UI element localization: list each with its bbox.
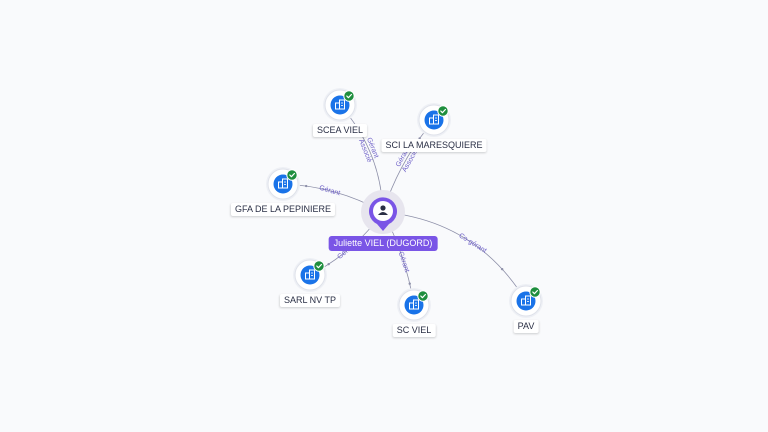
company-node-scea-viel[interactable] bbox=[323, 88, 357, 122]
company-node-pav[interactable] bbox=[509, 284, 543, 318]
edge-label-pav-0: Co-gérant bbox=[457, 232, 487, 254]
building-icon bbox=[278, 178, 288, 189]
building-icon bbox=[521, 295, 531, 306]
company-node-sci-la-maresquiere[interactable] bbox=[417, 103, 451, 137]
edge-label-sc-viel-0: Gérant bbox=[397, 251, 410, 274]
person-label[interactable]: Juliette VIEL (DUGORD) bbox=[328, 236, 438, 251]
edge-arrow-pav bbox=[500, 267, 504, 271]
company-node-gfa-de-la-pepiniere[interactable] bbox=[266, 167, 300, 201]
company-label-scea-viel[interactable]: SCEA VIEL bbox=[312, 124, 368, 137]
person-node[interactable] bbox=[361, 190, 405, 234]
verified-check-icon bbox=[313, 260, 325, 272]
edge-arrow-sc-viel bbox=[408, 282, 411, 285]
building-icon bbox=[335, 99, 345, 110]
verified-check-icon bbox=[417, 290, 429, 302]
company-label-gfa-de-la-pepiniere[interactable]: GFA DE LA PEPINIERE bbox=[230, 203, 336, 216]
building-icon bbox=[305, 269, 315, 280]
company-label-pav[interactable]: PAV bbox=[513, 320, 539, 333]
edge-arrow-gfa-de-la-pepiniere bbox=[304, 184, 308, 188]
edge-arrow-sarl-nv-tp bbox=[327, 262, 330, 266]
verified-check-icon bbox=[286, 169, 298, 181]
verified-check-icon bbox=[437, 105, 449, 117]
company-node-sc-viel[interactable] bbox=[397, 288, 431, 322]
company-label-sc-viel[interactable]: SC VIEL bbox=[392, 324, 436, 337]
edge-label-gfa-de-la-pepiniere-0: Gérant bbox=[318, 185, 341, 198]
company-label-sci-la-maresquiere[interactable]: SCI LA MARESQUIERE bbox=[381, 139, 487, 152]
nodes-layer bbox=[266, 88, 543, 322]
company-node-sarl-nv-tp[interactable] bbox=[293, 258, 327, 292]
verified-check-icon bbox=[343, 90, 355, 102]
user-icon bbox=[378, 205, 388, 215]
company-label-sarl-nv-tp[interactable]: SARL NV TP bbox=[279, 294, 341, 307]
building-icon bbox=[409, 299, 419, 310]
building-icon bbox=[429, 114, 439, 125]
person-pin-inner bbox=[373, 201, 393, 221]
verified-check-icon bbox=[529, 286, 541, 298]
